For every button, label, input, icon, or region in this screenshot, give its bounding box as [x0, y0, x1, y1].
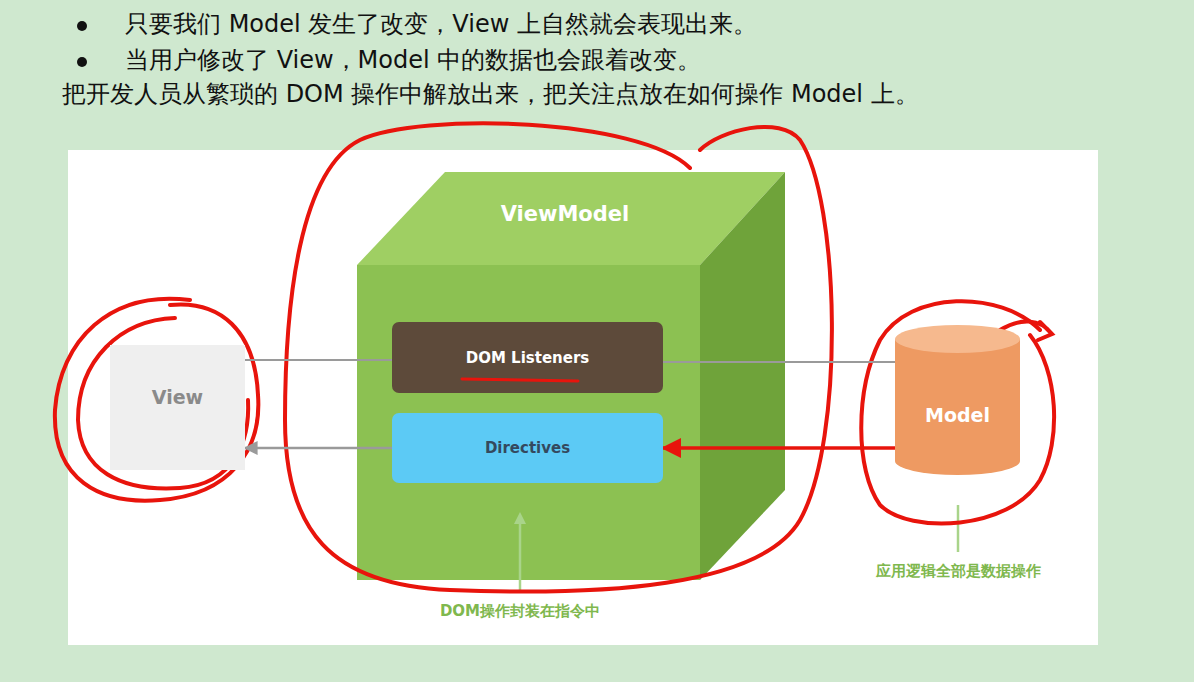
view-box: View	[110, 345, 245, 470]
connector-arrow	[245, 359, 392, 361]
pointer-line	[957, 505, 960, 552]
bullet-text: 当用户修改了 View，Model 中的数据也会跟着改变。	[125, 44, 1175, 76]
dom-listeners-box: DOM Listeners	[392, 322, 663, 393]
cylinder-body	[895, 339, 1020, 475]
bullet-text: 只要我们 Model 发生了改变，View 上自然就会表现出来。	[125, 8, 1175, 40]
red-loop	[55, 299, 258, 501]
bullet	[77, 57, 87, 67]
red-loop	[861, 301, 1054, 523]
connector-arrow	[663, 361, 895, 363]
pointer-line	[519, 522, 522, 592]
node-label: DOM Listeners	[466, 349, 590, 367]
directives-box: Directives	[392, 413, 663, 483]
cube-front	[357, 265, 700, 580]
pointer-head	[514, 512, 526, 524]
node-label: View	[152, 386, 203, 408]
red-underline	[462, 379, 578, 381]
annotation-label: 应用逻辑全部是数据操作	[828, 562, 1088, 581]
cylinder-top	[895, 325, 1020, 353]
node-label: Directives	[485, 439, 570, 457]
annotation-label: DOM操作封装在指令中	[400, 602, 640, 621]
connector-arrow	[245, 447, 392, 450]
red-loop	[285, 123, 832, 591]
figure-panel	[68, 150, 1098, 645]
cylinder-shape	[895, 325, 1020, 475]
cube-side	[700, 172, 785, 580]
red-loop	[78, 318, 248, 488]
red-annotations	[55, 123, 1054, 591]
model-cylinder: Model	[895, 325, 1020, 475]
connector-arrow	[663, 446, 895, 450]
node-label: Model	[925, 404, 990, 426]
bullet	[77, 21, 87, 31]
node-label: ViewModel	[407, 202, 723, 226]
note-text: 把开发人员从繁琐的 DOM 操作中解放出来，把关注点放在如何操作 Model 上…	[62, 78, 1187, 110]
viewmodel-cube: ViewModelDOM ListenersDirectives	[357, 172, 785, 580]
